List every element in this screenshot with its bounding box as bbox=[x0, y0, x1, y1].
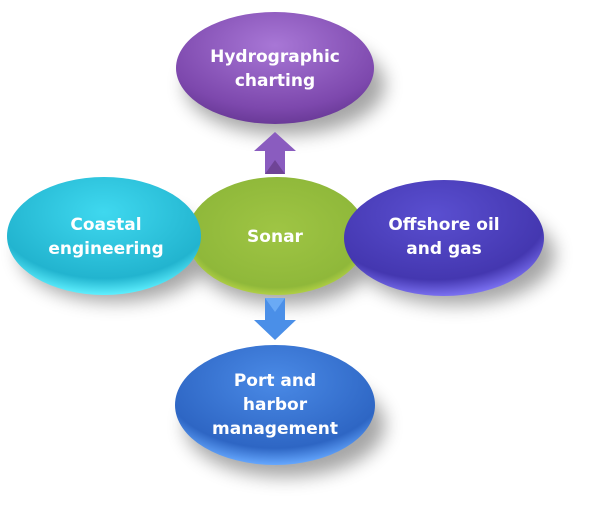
node-label-line: Coastal bbox=[70, 215, 141, 235]
center-label: Sonar bbox=[247, 227, 303, 247]
node-hydrographic-charting: Hydrographic charting bbox=[176, 12, 374, 124]
node-sonar-center: Sonar bbox=[187, 177, 367, 295]
node-label-line: Offshore oil bbox=[388, 215, 499, 235]
arrow-down-to-port bbox=[254, 298, 296, 340]
node-label-line: Hydrographic bbox=[210, 47, 340, 67]
node-label-line: and gas bbox=[406, 239, 481, 259]
node-label-line: management bbox=[212, 419, 338, 439]
node-label-line: charting bbox=[235, 71, 315, 91]
node-label-line: harbor bbox=[243, 395, 308, 415]
node-label-line: Port and bbox=[234, 371, 316, 391]
node-port-and-harbor-management: Port and harbor management bbox=[175, 345, 375, 465]
node-label-line: engineering bbox=[48, 239, 163, 259]
node-offshore-oil-and-gas: Offshore oil and gas bbox=[344, 180, 544, 296]
node-coastal-engineering: Coastal engineering bbox=[7, 177, 201, 295]
arrow-up-to-hydrographic bbox=[254, 132, 296, 174]
